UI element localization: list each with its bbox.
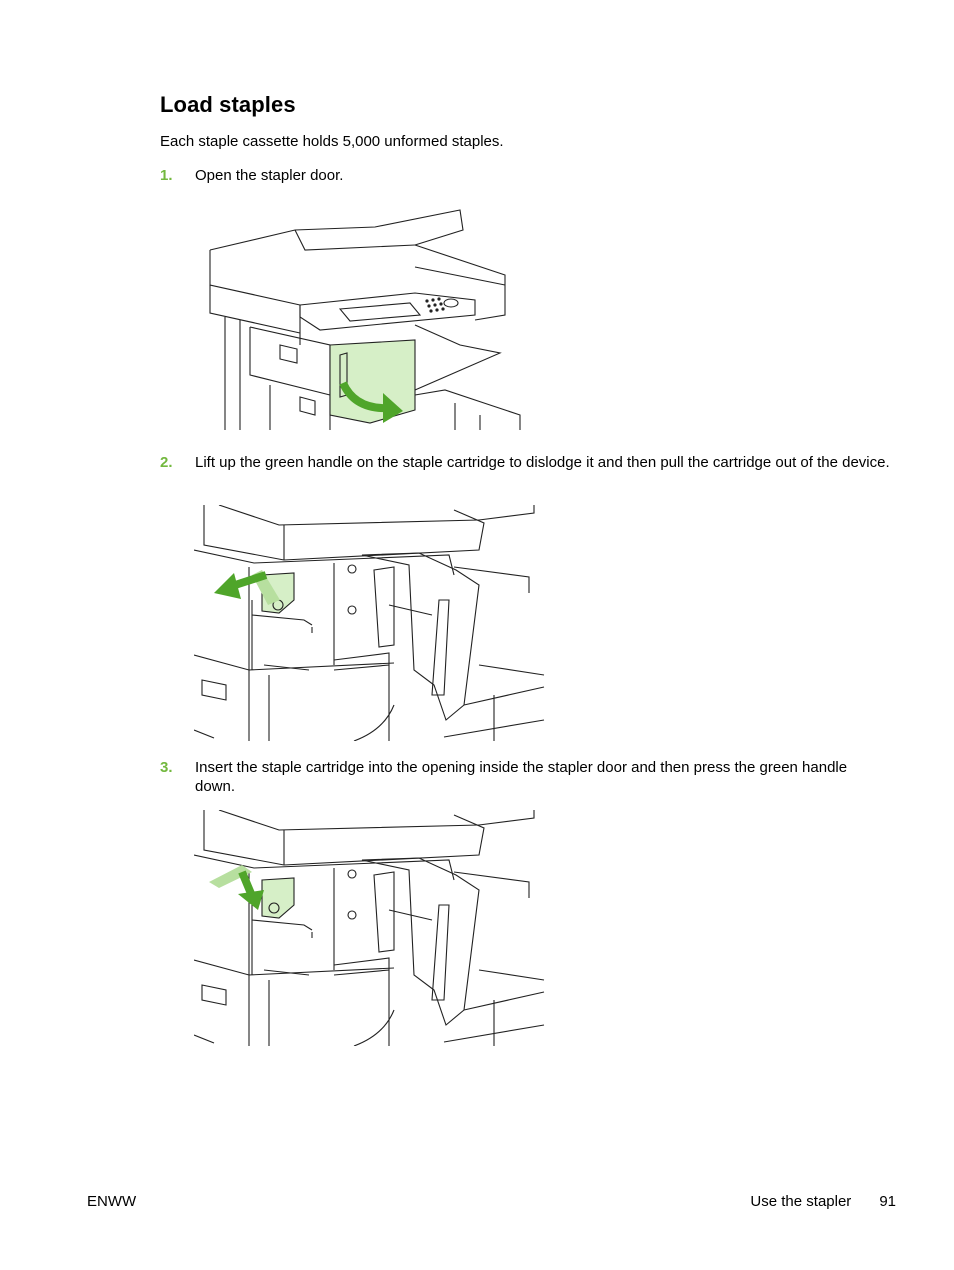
step-text: Insert the staple cartridge into the ope… bbox=[195, 759, 848, 795]
page-number: 91 bbox=[879, 1193, 896, 1210]
step-number: 2. bbox=[160, 454, 173, 471]
footer-right: Use the stapler 91 bbox=[750, 1193, 896, 1210]
footer-section-title: Use the stapler bbox=[750, 1193, 852, 1210]
page-title: Load staples bbox=[160, 92, 296, 117]
illustration-insert-cartridge bbox=[194, 810, 546, 1046]
footer-left-label: ENWW bbox=[87, 1193, 137, 1210]
step-3: 3. Insert the staple cartridge into the … bbox=[160, 758, 890, 796]
step-text: Lift up the green handle on the staple c… bbox=[195, 454, 890, 471]
illustration-remove-cartridge bbox=[194, 505, 546, 741]
illustration-open-stapler-door bbox=[205, 205, 525, 431]
step-number: 3. bbox=[160, 759, 173, 776]
step-text: Open the stapler door. bbox=[195, 167, 344, 184]
step-number: 1. bbox=[160, 167, 173, 184]
step-2: 2. Lift up the green handle on the stapl… bbox=[160, 453, 890, 472]
step-1: 1. Open the stapler door. bbox=[160, 166, 890, 185]
intro-text: Each staple cassette holds 5,000 unforme… bbox=[160, 133, 504, 150]
